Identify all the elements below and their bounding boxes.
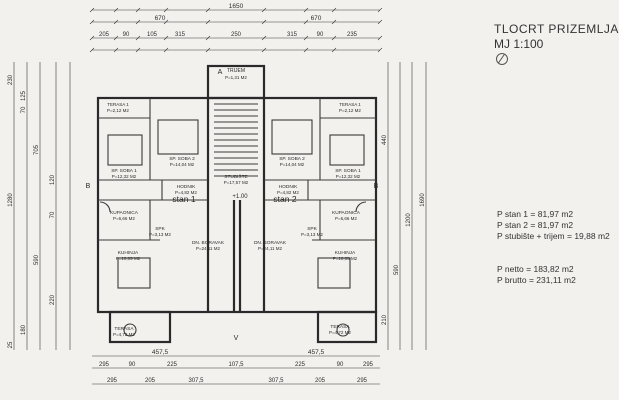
dim-bottom1-6: 295 (363, 362, 374, 368)
area-stan-1: P stan 1 = 81,97 m2 (497, 209, 574, 219)
dim-top-2: 105 (147, 32, 158, 38)
room-label-kup-r: KUPAONICA (332, 210, 361, 216)
info-panel: TLOCRT PRIZEMLJA MJ 1:100 P stan 1 = 81,… (470, 0, 619, 400)
room-label-sec-b2: B (374, 183, 379, 190)
dim-half-right: 670 (311, 15, 322, 22)
dim-top-0: 205 (99, 32, 110, 38)
room-label-terasa2-area: P=2,12 M2 (339, 108, 361, 113)
dim-half-left: 670 (155, 15, 166, 22)
dim-top-7: 235 (347, 32, 358, 38)
drawing-scale: MJ 1:100 (494, 37, 544, 51)
dim-top-1: 90 (123, 32, 130, 38)
area-stairs-porch: P stubište + trijem = 19,88 m2 (497, 231, 610, 241)
room-label-level: +1.00 (232, 194, 248, 200)
dim-bottom-half-right: 457,5 (308, 349, 325, 356)
room-label-soba1-r: SP. SOBA 1 (335, 168, 361, 174)
dim-top-3: 315 (175, 32, 186, 38)
room-label-soba1-l-area: P=12,32 M2 (112, 174, 137, 179)
room-label-sec-v: V (234, 335, 239, 342)
room-label-bor-l: DN. BORAVAK (192, 240, 225, 246)
dim-overall: 1650 (229, 3, 244, 10)
area-netto: P netto = 183,82 m2 (497, 264, 574, 274)
room-label-spk-l-area: P=3,13 M2 (149, 232, 171, 237)
room-label-soba2-r-area: P=14,04 M2 (280, 162, 305, 167)
room-label-soba2-l-area: P=14,04 M2 (170, 162, 195, 167)
room-label-hodnik-l-area: P=4,82 M2 (175, 190, 197, 195)
room-label-trijem: TRIJEM (227, 68, 245, 74)
room-label-terasa: TERASA 1 (107, 102, 129, 107)
dim-top-5: 315 (287, 32, 298, 38)
room-label-soba2-r: SP. SOBA 2 (279, 156, 305, 162)
room-label-kuh-r: KUHINJA (335, 250, 356, 256)
dim-bottom2-3: 307,5 (268, 378, 284, 384)
room-label-soba1-l: SP. SOBA 1 (111, 168, 137, 174)
dim-bottom1-1: 90 (129, 362, 136, 368)
dim-left-0: 230 (8, 74, 14, 85)
dim-bottom-half-left: 457,5 (152, 349, 169, 356)
dim-left-3: 705 (34, 144, 40, 155)
dim-left-1: 125 (21, 90, 27, 101)
dim-right-2: 1200 (406, 213, 412, 227)
room-label-ter3: TERASA (114, 326, 134, 332)
dim-left-6: 70 (50, 211, 56, 218)
dim-bottom2-1: 205 (145, 378, 156, 384)
dim-right-0: 440 (382, 134, 388, 145)
dim-left-8: 220 (50, 294, 56, 305)
room-label-kuh-l: KUHINJA (118, 250, 139, 256)
room-label-kup-l: KUPAONICA (110, 210, 139, 216)
dim-bottom1-5: 90 (337, 362, 344, 368)
room-label-stubiste: STUBIŠTE (224, 173, 247, 180)
room-label-terasa2: TERASA 1 (339, 102, 361, 107)
room-label-hodnik-r: HODNIK (279, 184, 298, 190)
room-label-kuh-r-area: P=10,05 M2 (333, 256, 358, 261)
dim-top-6: 90 (317, 32, 324, 38)
room-label-kup-l-area: P=6,66 M2 (113, 216, 135, 221)
room-label-kuh-l-area: P=10,05 M2 (116, 256, 141, 261)
room-label-sec-a: A (218, 69, 223, 76)
room-label-soba1-r-area: P=12,32 M2 (336, 174, 361, 179)
drawing-title: TLOCRT PRIZEMLJA (494, 22, 619, 36)
dim-bottom2-5: 295 (357, 378, 368, 384)
room-label-sec-b1: B (86, 183, 91, 190)
room-label-ter3-area: P=4,72 M2 (113, 332, 135, 337)
room-label-bor-r-area: P=24,11 M2 (258, 246, 283, 251)
room-label-bor-l-area: P=24,11 M2 (196, 246, 221, 251)
dim-right-1: 1690 (420, 193, 426, 207)
room-label-soba2-l: SP. SOBA 2 (169, 156, 195, 162)
room-label-spk-r-area: P=3,13 M2 (301, 232, 323, 237)
dim-left-9: 180 (21, 324, 27, 335)
dim-left-7: 590 (34, 254, 40, 265)
room-label-ter4: TERASA (330, 324, 350, 330)
dim-right-4: 210 (382, 314, 388, 325)
dim-bottom1-4: 225 (295, 362, 306, 368)
area-brutto: P brutto = 231,11 m2 (497, 275, 576, 285)
dim-left-5: 120 (50, 174, 56, 185)
room-label-stan1: stan 1 (172, 194, 195, 204)
room-label-hodnik-l: HODNIK (177, 184, 196, 190)
dim-bottom2-0: 295 (107, 378, 118, 384)
room-label-terasa-area: P=2,12 M2 (107, 108, 129, 113)
room-label-stan2: stan 2 (273, 194, 296, 204)
dim-top-4: 250 (231, 32, 242, 38)
room-label-bor-r: DN. BORAVAK (254, 240, 287, 246)
dim-bottom1-3: 107,5 (228, 362, 244, 368)
room-label-hodnik-r-area: P=4,82 M2 (277, 190, 299, 195)
north-arrow-icon (496, 53, 508, 65)
room-label-stubiste-area: P=17,57 M2 (224, 180, 249, 185)
dim-left-2: 70 (21, 106, 27, 113)
dim-bottom1-0: 295 (99, 362, 110, 368)
room-label-kup-r-area: P=6,66 M2 (335, 216, 357, 221)
dim-left-10: 25 (8, 341, 14, 348)
dim-bottom1-2: 225 (167, 362, 178, 368)
room-label-spk-r: SPK (307, 226, 317, 232)
room-label-trijem-area: P=1,31 M2 (225, 75, 247, 80)
dim-bottom2-4: 205 (315, 378, 326, 384)
room-label-ter4-area: P=4,72 M2 (329, 330, 351, 335)
dim-bottom2-2: 307,5 (188, 378, 204, 384)
dim-left-4: 1280 (8, 193, 14, 207)
area-stan-2: P stan 2 = 81,97 m2 (497, 220, 574, 230)
floor-plan-drawing: 1650 670 670 205 90 105 315 250 315 90 235 457,5 457… (8, 3, 427, 385)
room-label-spk-l: SPK (155, 226, 165, 232)
dim-right-3: 590 (394, 264, 400, 275)
